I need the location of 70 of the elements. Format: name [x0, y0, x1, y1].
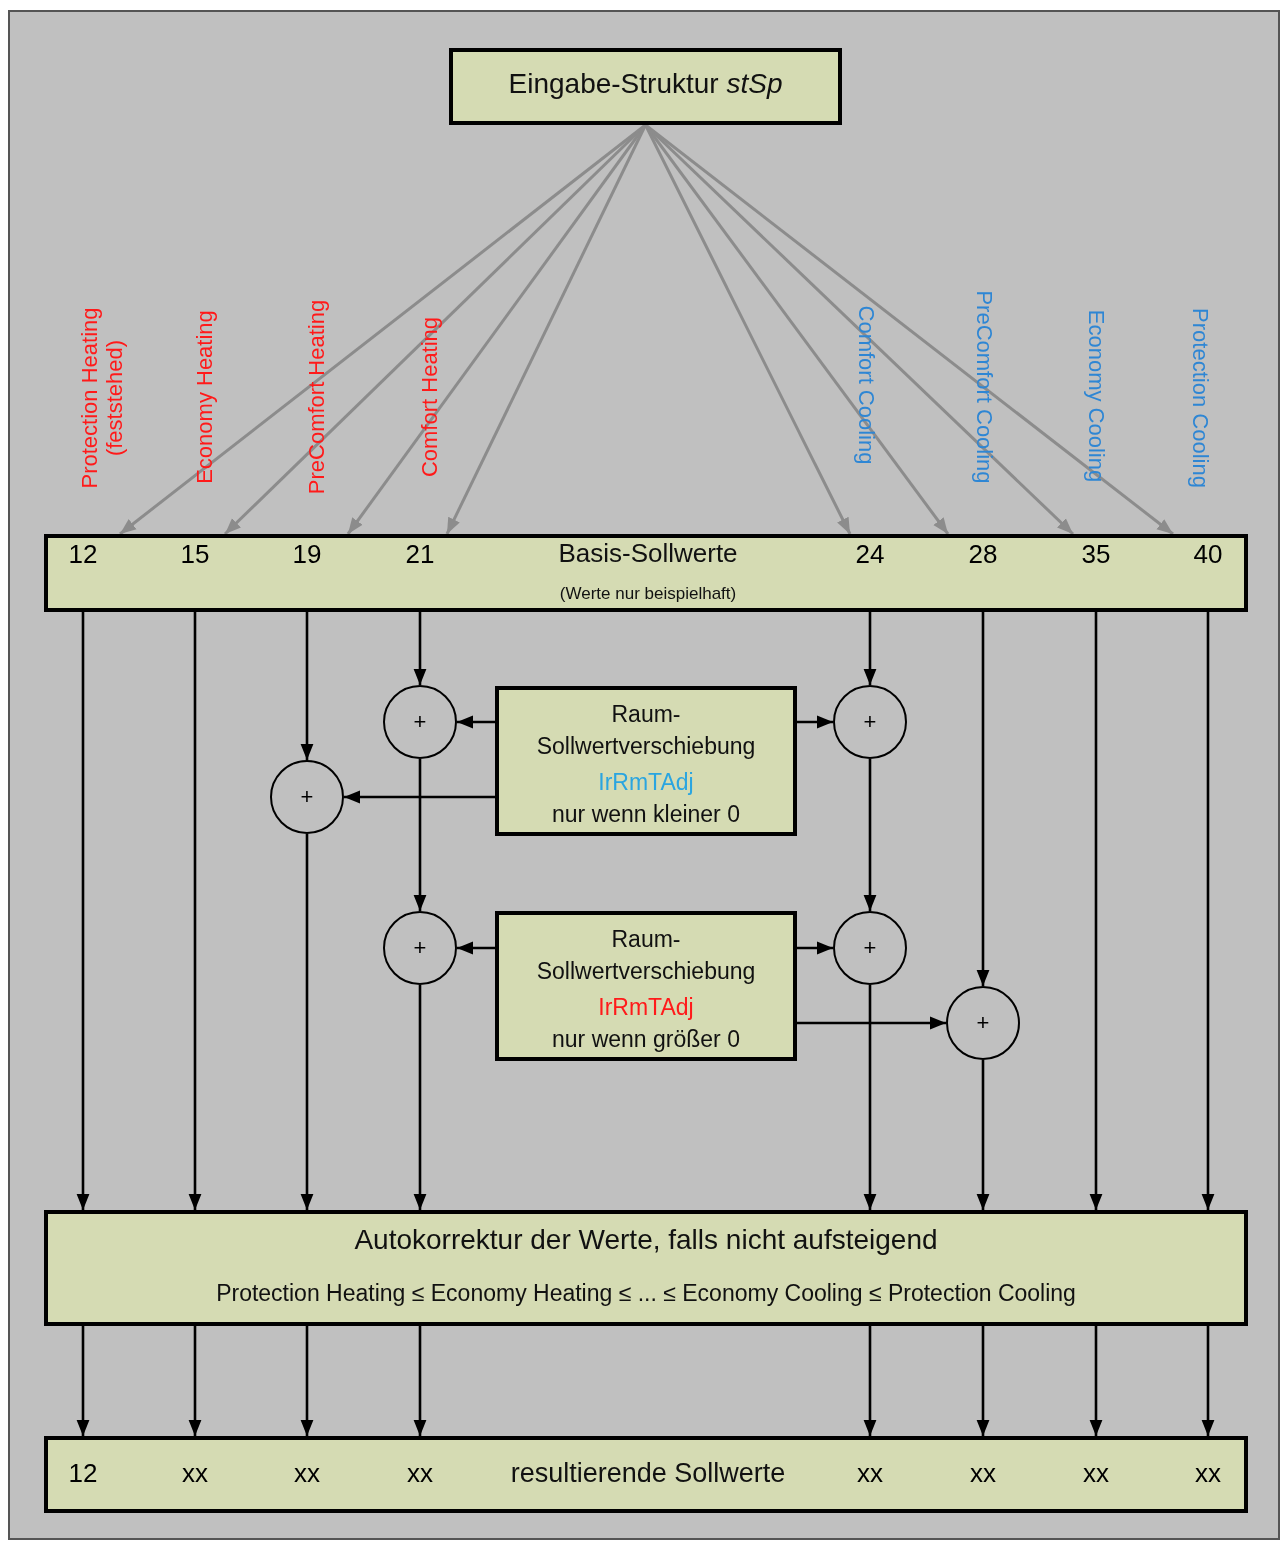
value-cell: xx: [840, 1436, 900, 1513]
value-cell: 15: [165, 534, 225, 612]
setpoint-label: Economy Heating: [192, 310, 218, 484]
variable-name: IrRmTAdj: [597, 768, 695, 797]
value-cell: 24: [840, 534, 900, 612]
box-title: Eingabe-Struktur stSp: [507, 68, 784, 100]
value-cell: 35: [1066, 534, 1126, 612]
arrow: [188, 612, 202, 1210]
setpoint-label: PreComfort Cooling: [971, 290, 997, 484]
arrow: [1089, 612, 1103, 1210]
setpoint-label: Comfort Heating: [417, 316, 443, 478]
box-text: Raum- Sollwertverschiebung: [535, 700, 757, 761]
process-box: [495, 911, 797, 1061]
arrow: [300, 612, 314, 760]
value-cell: 12: [53, 534, 113, 612]
arrow: [976, 612, 990, 986]
arrow: [76, 612, 90, 1210]
process-box: [44, 1436, 1248, 1513]
arrow: [1201, 1326, 1215, 1436]
box-title: resultierende Sollwerte: [509, 1458, 787, 1489]
arrow: [413, 612, 427, 685]
process-box: [449, 48, 842, 125]
process-box: [495, 686, 797, 836]
box-text: Raum- Sollwertverschiebung: [535, 925, 757, 986]
arrow: [797, 941, 833, 955]
value-cell: xx: [1178, 1436, 1238, 1513]
arrow: [797, 715, 833, 729]
arrow: [300, 1326, 314, 1436]
value-cell: xx: [953, 1436, 1013, 1513]
arrow: [413, 985, 427, 1210]
arrow: [413, 1326, 427, 1436]
arrow: [863, 985, 877, 1210]
setpoint-label: Protection Cooling: [1187, 308, 1213, 488]
box-title: Autokorrektur der Werte, falls nicht aufsteigend: [353, 1224, 939, 1256]
arrow: [976, 1060, 990, 1210]
arrow: [1089, 1326, 1103, 1436]
arrow: [1201, 612, 1215, 1210]
arrow: [76, 1326, 90, 1436]
setpoint-label: Comfort Cooling: [853, 305, 879, 465]
value-cell: xx: [277, 1436, 337, 1513]
arrow: [863, 612, 877, 685]
box-title: Basis-Sollwerte: [557, 538, 739, 569]
note-text: (Werte nur beispielhaft): [558, 584, 738, 604]
value-cell: 28: [953, 534, 1013, 612]
arrow: [344, 790, 495, 804]
arrow: [797, 1016, 946, 1030]
arrow: [188, 1326, 202, 1436]
box-text: nur wenn kleiner 0: [551, 800, 741, 829]
value-cell: xx: [1066, 1436, 1126, 1513]
arrow: [413, 759, 427, 911]
arrow: [863, 759, 877, 911]
value-cell: xx: [165, 1436, 225, 1513]
process-box: [44, 1210, 1248, 1326]
inequality-text: Protection Heating ≤ Economy Heating ≤ ... ≤ Economy Cooling ≤ Protection Cooling: [215, 1280, 1077, 1307]
value-cell: 12: [53, 1436, 113, 1513]
variable-name: IrRmTAdj: [597, 993, 695, 1022]
value-cell: xx: [390, 1436, 450, 1513]
arrow: [863, 1326, 877, 1436]
box-text: nur wenn größer 0: [551, 1025, 741, 1054]
process-box: [44, 534, 1248, 612]
arrow: [976, 1326, 990, 1436]
arrow: [457, 941, 495, 955]
setpoint-label: Economy Cooling: [1083, 309, 1109, 483]
arrow: [300, 834, 314, 1210]
arrow: [457, 715, 495, 729]
setpoint-label: PreComfort Heating: [304, 299, 330, 495]
value-cell: 19: [277, 534, 337, 612]
value-cell: 40: [1178, 534, 1238, 612]
setpoint-label: Protection Heating (feststehed): [76, 306, 128, 491]
value-cell: 21: [390, 534, 450, 612]
